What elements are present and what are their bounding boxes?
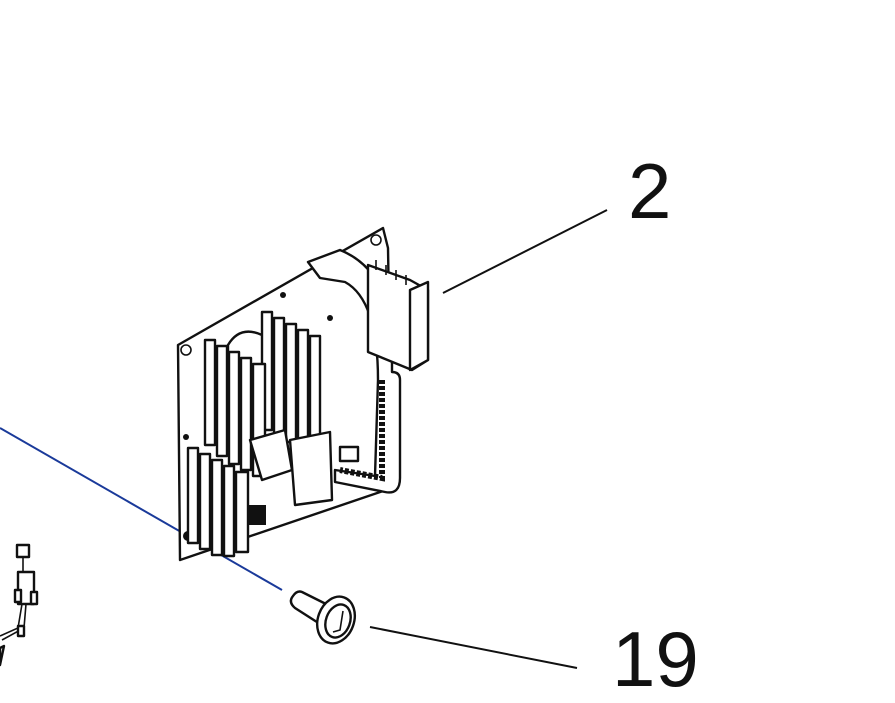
leader-line-2	[442, 209, 608, 294]
wire-harness[interactable]	[0, 543, 39, 667]
assembly-guide-line	[0, 427, 283, 591]
screw[interactable]	[289, 590, 361, 648]
callout-label-19: 19	[612, 615, 699, 703]
power-supply-board[interactable]	[176, 226, 430, 562]
callout-label-2: 2	[628, 147, 672, 235]
leader-line-19	[369, 626, 578, 669]
